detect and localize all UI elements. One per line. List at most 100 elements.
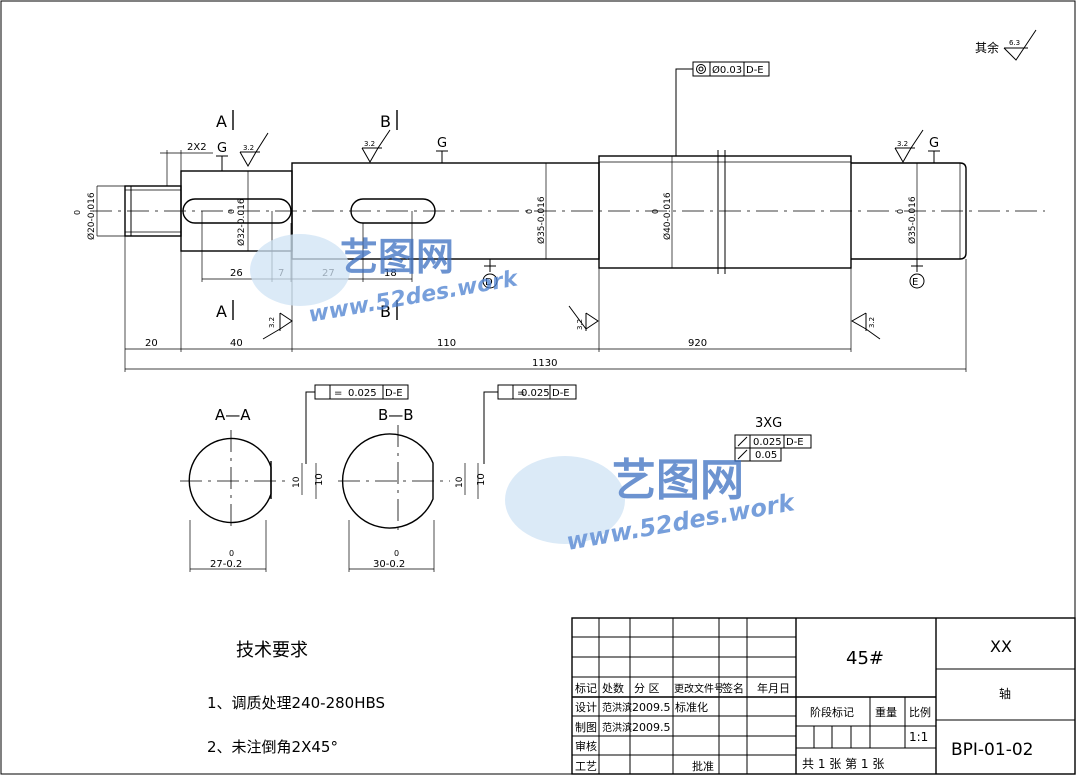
diameter-dims: Ø20-0.016 0 Ø32-0.016 0 Ø35-0.016 0 Ø40-… xyxy=(73,156,918,268)
runout-tolerance: Ø0.03 D-E xyxy=(675,61,770,156)
xg-tolerance: 3XG 0.025 D-E 0.05 xyxy=(734,416,812,462)
svg-text:Ø0.03: Ø0.03 xyxy=(712,64,742,76)
svg-text:制图: 制图 xyxy=(575,721,597,734)
svg-text:0.025: 0.025 xyxy=(753,437,782,448)
svg-text:批准: 批准 xyxy=(692,759,714,773)
svg-text:阶段标记: 阶段标记 xyxy=(810,705,854,719)
svg-text:2009.5: 2009.5 xyxy=(632,721,671,734)
svg-text:比例: 比例 xyxy=(909,705,931,719)
requirement-1: 1、调质处理240-280HBS xyxy=(207,694,385,712)
svg-text:27-0.2: 27-0.2 xyxy=(210,559,242,570)
keyway-a xyxy=(182,198,292,224)
svg-text:6.3: 6.3 xyxy=(1009,39,1020,47)
length-dims: 20 40 110 920 1130 xyxy=(124,236,967,372)
roughness-symbols: 3.2 3.2 3.2 3.2 3.2 3.2 xyxy=(239,129,924,340)
svg-text:D-E: D-E xyxy=(746,65,764,76)
svg-text:0.05: 0.05 xyxy=(755,450,777,461)
svg-text:0: 0 xyxy=(896,209,905,214)
svg-text:范洪滨: 范洪滨 xyxy=(602,701,632,714)
svg-text:0: 0 xyxy=(227,209,236,214)
keyway-b xyxy=(350,198,436,224)
svg-text:2X2: 2X2 xyxy=(187,142,207,153)
svg-text:B: B xyxy=(380,112,391,131)
svg-text:G: G xyxy=(217,141,227,156)
svg-text:Ø35-0.016: Ø35-0.016 xyxy=(536,196,547,244)
svg-text:30-0.2: 30-0.2 xyxy=(373,559,405,570)
svg-text:A—A: A—A xyxy=(215,406,251,424)
svg-text:0: 0 xyxy=(525,209,534,214)
svg-text:D-E: D-E xyxy=(786,437,804,448)
svg-text:审核: 审核 xyxy=(575,739,597,753)
svg-text:年月日: 年月日 xyxy=(757,681,790,695)
svg-text:D-E: D-E xyxy=(385,388,403,399)
chamfer-note: 2X2 xyxy=(160,142,213,186)
svg-text:0.025: 0.025 xyxy=(348,388,377,399)
svg-text:=: = xyxy=(334,388,342,399)
technical-requirements: 技术要求 1、调质处理240-280HBS 2、未注倒角2X45° xyxy=(207,640,385,756)
svg-text:标准化: 标准化 xyxy=(675,700,708,714)
part-name: 轴 xyxy=(999,686,1011,701)
company: XX xyxy=(990,637,1012,656)
svg-text:18: 18 xyxy=(384,268,397,279)
svg-text:0: 0 xyxy=(394,549,399,558)
svg-text:3.2: 3.2 xyxy=(868,317,876,328)
svg-text:处数: 处数 xyxy=(602,682,624,695)
svg-text:10: 10 xyxy=(476,473,487,486)
svg-text:工艺: 工艺 xyxy=(575,760,597,773)
svg-text:3.2: 3.2 xyxy=(364,140,375,148)
svg-text:920: 920 xyxy=(688,338,707,349)
drawing-number: BPI-01-02 xyxy=(951,740,1033,760)
svg-text:艺图网: 艺图网 xyxy=(340,235,454,279)
svg-text:10: 10 xyxy=(455,476,465,488)
svg-text:3.2: 3.2 xyxy=(897,140,908,148)
svg-text:设计: 设计 xyxy=(575,701,597,714)
svg-text:分 区: 分 区 xyxy=(634,682,660,695)
datum-g-marks: G G G xyxy=(216,136,940,171)
svg-text:重量: 重量 xyxy=(875,705,897,719)
svg-text:D: D xyxy=(485,277,493,288)
svg-text:20: 20 xyxy=(145,338,158,349)
svg-text:G: G xyxy=(437,136,447,151)
svg-text:签名: 签名 xyxy=(722,681,744,695)
svg-text:E: E xyxy=(912,277,918,288)
svg-text:2009.5: 2009.5 xyxy=(632,701,671,714)
svg-text:3XG: 3XG xyxy=(755,416,782,431)
svg-text:共 1 张 第 1 张: 共 1 张 第 1 张 xyxy=(802,757,884,771)
material: 45# xyxy=(846,648,884,669)
svg-text:Ø32-0.016: Ø32-0.016 xyxy=(236,198,247,246)
svg-text:Ø35-0.016: Ø35-0.016 xyxy=(907,196,918,244)
svg-text:0.025: 0.025 xyxy=(521,388,550,399)
title-block: 标记 处数 分 区 更改文件号 签名 年月日 设计 范洪滨 2009.5 标准化… xyxy=(571,617,1076,775)
svg-text:0: 0 xyxy=(651,209,660,214)
requirements-title: 技术要求 xyxy=(236,640,308,661)
svg-text:3.2: 3.2 xyxy=(268,317,276,328)
svg-text:1:1: 1:1 xyxy=(909,730,928,744)
svg-text:=: = xyxy=(517,388,525,399)
svg-text:0: 0 xyxy=(73,210,82,215)
svg-text:G: G xyxy=(929,136,939,151)
svg-text:B—B: B—B xyxy=(378,406,414,424)
svg-text:Ø20-0.016: Ø20-0.016 xyxy=(86,192,97,240)
watermark-top: 艺图网 www.52des.work xyxy=(250,234,521,328)
requirement-2: 2、未注倒角2X45° xyxy=(207,738,338,756)
svg-text:标记: 标记 xyxy=(575,681,597,695)
svg-text:A: A xyxy=(216,302,227,321)
shaft-view xyxy=(90,150,1045,274)
section-cut-marks: A B A B xyxy=(216,110,398,321)
svg-text:1130: 1130 xyxy=(532,358,557,369)
svg-text:26: 26 xyxy=(230,268,243,279)
svg-text:3.2: 3.2 xyxy=(576,319,584,330)
svg-text:0: 0 xyxy=(229,549,234,558)
watermark-bottom: 艺图网 www.52des.work xyxy=(505,455,798,556)
datum-de: D E xyxy=(482,259,925,289)
svg-text:Ø40-0.016: Ø40-0.016 xyxy=(662,192,673,240)
svg-text:3.2: 3.2 xyxy=(243,144,254,152)
svg-text:10: 10 xyxy=(292,476,302,488)
svg-text:10: 10 xyxy=(314,473,325,486)
roughness-note: 其余 6.3 xyxy=(975,29,1037,61)
svg-text:B: B xyxy=(380,302,391,321)
svg-text:范洪滨: 范洪滨 xyxy=(602,721,632,734)
section-aa: A—A = 0.025 D-E 10 10 27-0.2 0 xyxy=(180,384,409,572)
